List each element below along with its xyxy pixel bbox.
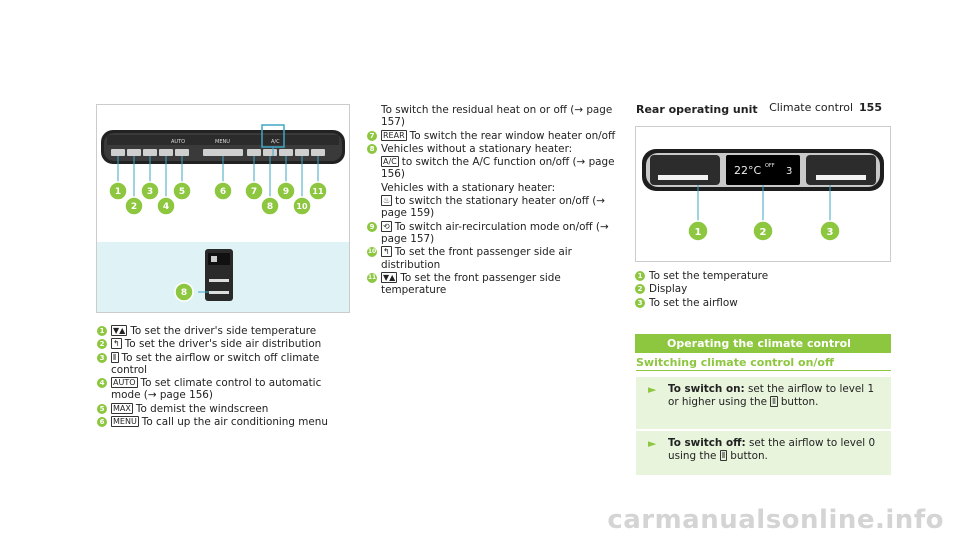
rear-callout-3: 3	[827, 227, 834, 238]
callout-2: 2	[131, 202, 137, 212]
step-text: set the airflow to level 0 using the	[668, 437, 876, 462]
list-item: Vehicles with a stationary heater:	[381, 181, 556, 194]
list-item: ♨to switch the stationary heater on/off …	[381, 195, 605, 220]
airflow-icon: ⦀	[719, 450, 728, 461]
page-header: Climate control 155	[769, 101, 882, 114]
page-number: 155	[859, 101, 882, 114]
callout-9: 9	[283, 187, 289, 197]
callout-7: 7	[251, 187, 257, 197]
callout-5: 5	[179, 187, 185, 197]
step-arrow-icon: ►	[648, 383, 657, 396]
list-item: 10↰To set the front passenger side air d…	[367, 246, 572, 271]
subheading-divider	[636, 370, 891, 371]
callout-8: 8	[267, 202, 273, 212]
watermark: carmanualsonline.info	[607, 505, 944, 535]
temperature-icon: ▼▲	[111, 325, 128, 336]
callout-3: 3	[147, 187, 153, 197]
rear-callout-1: 1	[695, 227, 702, 238]
callout-1: 1	[115, 187, 121, 197]
list-item: 2↰To set the driver's side air distribut…	[97, 338, 352, 350]
rear-callout-2: 2	[760, 227, 767, 238]
rear-climate-panel-figure: 22°C OFF 3 1 2 3	[635, 126, 891, 262]
menu-label: MENU	[215, 139, 230, 145]
list-item: To switch the residual heat on or off (→…	[381, 104, 613, 129]
section-title: Climate control	[769, 101, 854, 114]
step-label: To switch off:	[668, 437, 746, 449]
switch-off-step: ► To switch off: set the airflow to leve…	[636, 431, 891, 475]
front-climate-panel-figure: AUTO MENU A/C	[96, 104, 350, 313]
rear-panel-illustration: 22°C OFF 3 1 2 3	[642, 149, 884, 242]
front-panel-illustration: AUTO MENU A/C	[97, 105, 349, 312]
list-item: 3⦀To set the airflow or switch off clima…	[97, 351, 352, 377]
menu-icon: MENU	[111, 416, 139, 428]
demist-icon: MAX	[111, 402, 133, 414]
ac-label: A/C	[271, 139, 280, 145]
rear-display-fan-level: 3	[786, 166, 792, 177]
auto-icon: AUTO	[111, 377, 138, 389]
list-item: 11▼▲To set the front passenger side temp…	[367, 271, 561, 297]
auto-label: AUTO	[171, 139, 185, 145]
callout-4: 4	[163, 202, 169, 212]
step-arrow-icon: ►	[648, 437, 657, 450]
ac-icon: A/C	[381, 156, 399, 168]
inset-callout-8: 8	[181, 288, 187, 298]
airflow-icon: ⦀	[111, 351, 119, 363]
switch-on-step: ► To switch on: set the airflow to level…	[636, 377, 891, 429]
air-distribution-icon: ↰	[381, 246, 392, 258]
callout-11: 11	[312, 187, 324, 196]
recirculation-icon: ⟲	[381, 220, 392, 232]
operating-section-band: Operating the climate control system	[635, 334, 891, 369]
step-label: To switch on:	[668, 383, 745, 395]
rear-unit-heading: Rear operating unit	[636, 103, 758, 116]
stationary-heater-icon: ♨	[381, 195, 393, 207]
list-item: 9⟲To switch air-recirculation mode on/of…	[367, 220, 622, 246]
callout-6: 6	[220, 187, 226, 197]
rear-display-off: OFF	[765, 163, 775, 169]
air-distribution-icon: ↰	[111, 338, 122, 350]
rear-display-temperature: 22°C	[734, 164, 761, 177]
temperature-icon: ▼▲	[381, 271, 398, 283]
callout-10: 10	[296, 202, 308, 211]
rear-window-heater-icon: REAR	[381, 129, 407, 141]
step-text: set the airflow to level 1 or higher usi…	[668, 383, 875, 408]
front-controls-list-left: 1▼▲To set the driver's side temperature …	[97, 325, 352, 429]
front-controls-list-mid: To switch the residual heat on or off (→…	[367, 104, 622, 297]
list-item: 1▼▲To set the driver's side temperature	[97, 325, 352, 337]
switching-subheading: Switching climate control on/off	[636, 356, 834, 369]
airflow-icon: ⦀	[770, 396, 778, 407]
